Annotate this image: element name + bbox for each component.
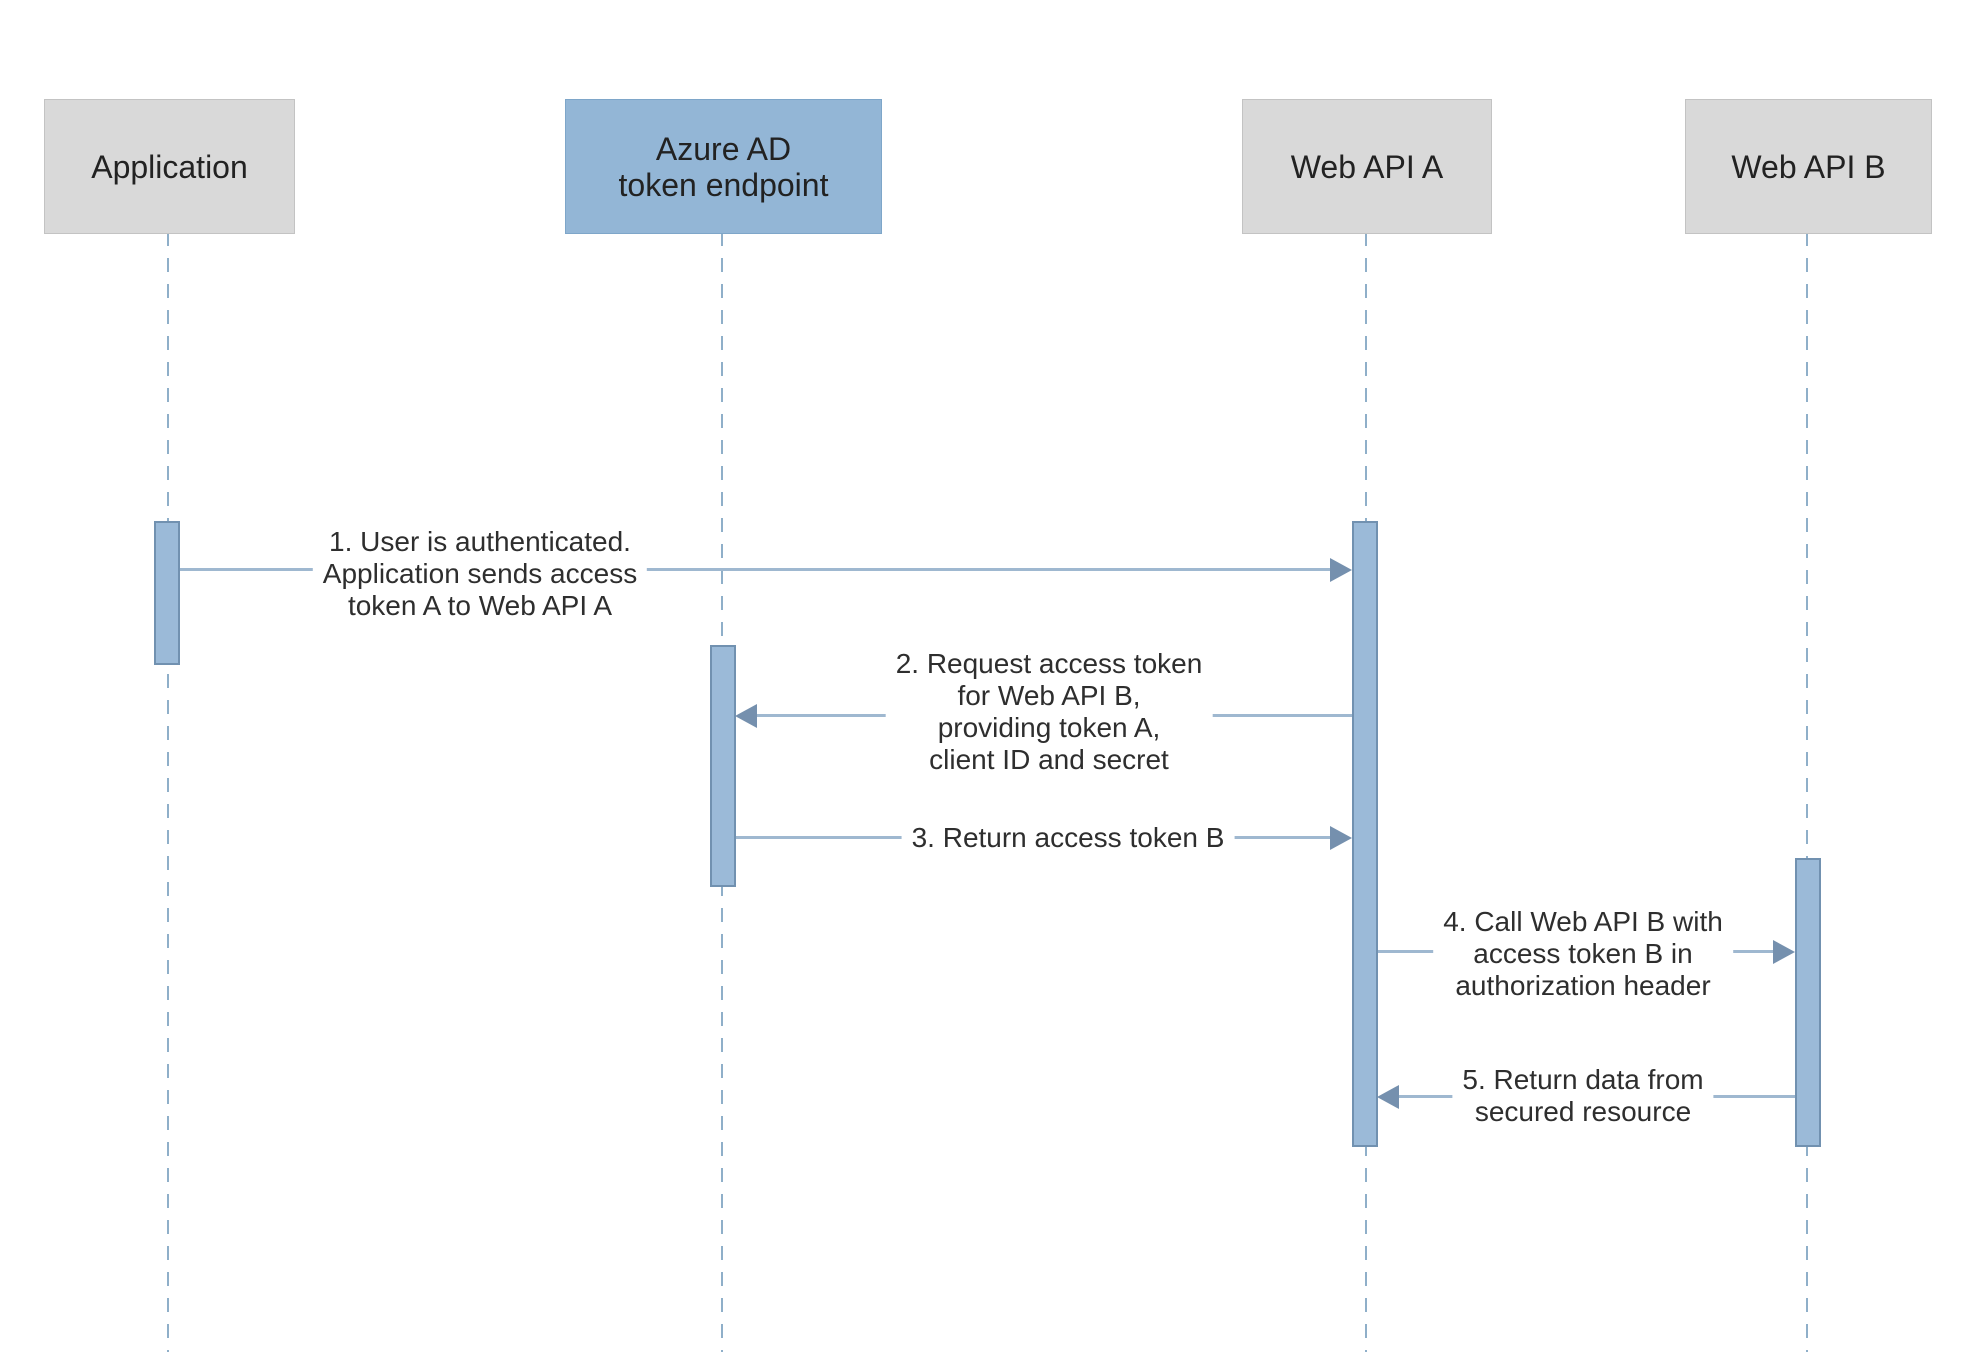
message-5-label-line: secured resource <box>1474 1096 1692 1127</box>
message-2-arrowhead-icon <box>735 704 757 728</box>
message-1-label-line: 1. User is authenticated. <box>329 526 631 557</box>
message-2-label-line: for Web API B, <box>957 680 1141 711</box>
message-5-label: 5. Return data from secured resource <box>1452 1064 1714 1128</box>
message-4-label-line: authorization header <box>1455 970 1711 1001</box>
actor-label-line: Azure AD <box>655 130 792 167</box>
message-4-label-line: 4. Call Web API B with <box>1443 906 1723 937</box>
lifeline-web-api-b <box>1806 232 1808 1352</box>
message-1-label-line: token A to Web API A <box>347 590 613 621</box>
message-3-arrowhead-icon <box>1330 826 1352 850</box>
actor-box-azure-ad-token-endpoint: Azure AD token endpoint <box>565 99 882 234</box>
message-4-arrowhead-icon <box>1773 940 1795 964</box>
actor-label: Web API B <box>1731 148 1886 185</box>
message-2-label-line: 2. Request access token <box>895 648 1203 679</box>
actor-label-line: token endpoint <box>618 166 829 203</box>
message-3-label: 3. Return access token B <box>901 822 1235 854</box>
activation-bar-application <box>154 521 180 665</box>
message-1-line <box>179 568 1334 571</box>
message-3-label-line: 3. Return access token B <box>911 822 1225 853</box>
message-5-arrowhead-icon <box>1377 1085 1399 1109</box>
actor-label: Web API A <box>1290 148 1444 185</box>
message-2-label-line: client ID and secret <box>929 744 1169 775</box>
actor-label: Application <box>91 148 248 185</box>
activation-bar-web-api-b <box>1795 858 1821 1147</box>
message-1-arrowhead-icon <box>1330 558 1352 582</box>
message-1-label: 1. User is authenticated. Application se… <box>312 526 648 622</box>
lifeline-application <box>167 232 169 1352</box>
actor-box-application: Application <box>44 99 295 234</box>
actor-box-web-api-a: Web API A <box>1242 99 1492 234</box>
activation-bar-azure-ad-token-endpoint <box>710 645 736 887</box>
message-4-label: 4. Call Web API B with access token B in… <box>1433 906 1733 1002</box>
message-2-label-line: providing token A, <box>937 712 1161 743</box>
activation-bar-web-api-a <box>1352 521 1378 1147</box>
actor-box-web-api-b: Web API B <box>1685 99 1932 234</box>
message-5-label-line: 5. Return data from <box>1462 1064 1704 1095</box>
message-2-label: 2. Request access token for Web API B, p… <box>885 648 1213 776</box>
message-4-label-line: access token B in <box>1473 938 1693 969</box>
message-1-label-line: Application sends access <box>322 558 638 589</box>
